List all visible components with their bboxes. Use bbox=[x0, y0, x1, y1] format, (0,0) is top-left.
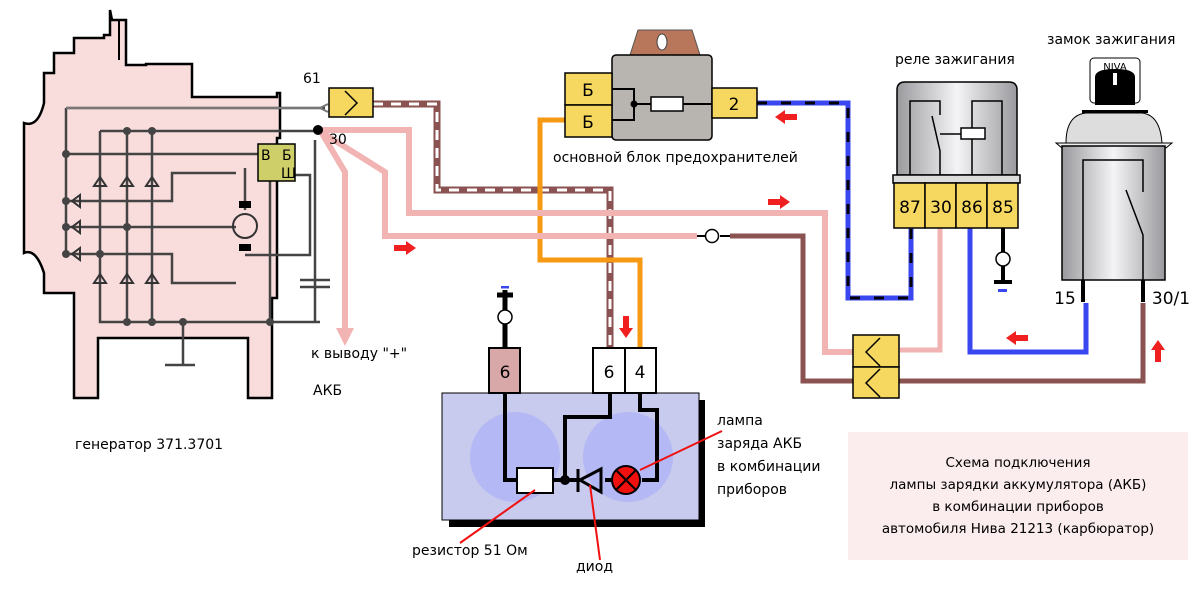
ground-minus-icon bbox=[501, 286, 509, 289]
lamp-label-4: приборов bbox=[717, 482, 787, 498]
wire-orange-fuse-to-panel-4 bbox=[537, 117, 643, 350]
current-direction-arrows bbox=[394, 110, 1165, 362]
switch-terminal-30-1: 30/1 bbox=[1152, 289, 1190, 309]
regulator-terminal-sh: Ш bbox=[281, 166, 296, 182]
regulator-terminal-b: Б bbox=[282, 148, 292, 164]
diode-bridge-icon bbox=[70, 175, 160, 284]
panel-terminal-6: 6 bbox=[604, 363, 615, 383]
caption-line: лампы зарядки аккумулятора (АКБ) bbox=[889, 477, 1147, 493]
lamp-label-2: заряда АКБ bbox=[717, 436, 802, 452]
fuse-icon bbox=[650, 96, 684, 112]
generator: В Б Ш bbox=[22, 9, 330, 400]
relay-terminal-87: 87 bbox=[899, 198, 921, 218]
ignition-relay: 87 30 86 85 bbox=[892, 81, 1021, 292]
arrow-right-icon bbox=[768, 195, 790, 209]
fuse-terminal-b2: Б bbox=[582, 113, 594, 133]
to-battery-label: к выводу "+" bbox=[311, 346, 407, 362]
wire-pink-relay30 bbox=[900, 228, 943, 353]
harness-connector bbox=[852, 334, 900, 399]
connector-61 bbox=[328, 87, 374, 118]
wire-pink-to-battery bbox=[317, 128, 348, 330]
relay-terminal-30: 30 bbox=[930, 198, 952, 218]
terminal-61-label: 61 bbox=[303, 71, 321, 87]
switch-terminal-15: 15 bbox=[1054, 289, 1076, 309]
niva-logo: NIVA bbox=[1103, 62, 1127, 73]
caption-line: в комбинации приборов bbox=[932, 499, 1104, 515]
diagram-caption-box: Схема подключения лампы зарядки аккумуля… bbox=[848, 432, 1188, 560]
wire-pink-30-to-relay-connector bbox=[318, 127, 853, 355]
ignition-switch: NIVA bbox=[1054, 57, 1174, 302]
lamp-label-3: в комбинации bbox=[717, 459, 820, 475]
resistor-label: резистор 51 Ом bbox=[412, 543, 528, 559]
relay-terminal-85: 85 bbox=[992, 198, 1014, 218]
arrow-left-icon bbox=[1006, 331, 1028, 345]
caption-line: автомобиля Нива 21213 (карбюратор) bbox=[881, 521, 1155, 537]
caption-line: Схема подключения bbox=[945, 455, 1091, 471]
generator-label: генератор 371.3701 bbox=[75, 437, 223, 453]
ground-minus-icon bbox=[998, 289, 1007, 292]
instrument-cluster: 6 6 4 bbox=[441, 286, 705, 527]
arrow-up-icon bbox=[1151, 340, 1165, 362]
to-battery-label-2: АКБ bbox=[313, 383, 342, 399]
fuse-block: Б Б 2 bbox=[564, 29, 758, 141]
wire-brown-splice-to-switch bbox=[730, 233, 1146, 384]
panel-terminal-4: 4 bbox=[635, 363, 646, 383]
arrow-right-icon bbox=[394, 241, 416, 255]
terminal-30-label: 30 bbox=[329, 132, 347, 148]
rotor-icon bbox=[232, 213, 258, 239]
voltage-regulator bbox=[257, 143, 296, 182]
panel-terminal-6-ground: 6 bbox=[500, 363, 511, 383]
relay-terminal-86: 86 bbox=[961, 198, 983, 218]
arrow-down-icon bbox=[619, 316, 633, 338]
fuse-block-label: основной блок предохранителей bbox=[553, 150, 798, 166]
terminal-30-node bbox=[313, 125, 323, 135]
relay-label: реле зажигания bbox=[895, 52, 1015, 68]
ignition-switch-label: замок зажигания bbox=[1047, 32, 1175, 48]
fuse-terminal-2: 2 bbox=[729, 95, 740, 115]
arrow-left-icon bbox=[775, 110, 797, 124]
wire-blue-fuse-to-relay87 bbox=[757, 100, 914, 301]
resistor-icon bbox=[516, 467, 554, 494]
regulator-terminal-v: В bbox=[261, 148, 271, 164]
diode-label: диод bbox=[576, 559, 613, 575]
lamp-label-1: лампа bbox=[717, 413, 763, 429]
fuse-terminal-b1: Б bbox=[582, 81, 594, 101]
splice-connector bbox=[704, 228, 720, 244]
wire-pink-30-to-splice bbox=[316, 127, 697, 239]
wire-blue-relay86-to-switch15 bbox=[967, 228, 1089, 355]
